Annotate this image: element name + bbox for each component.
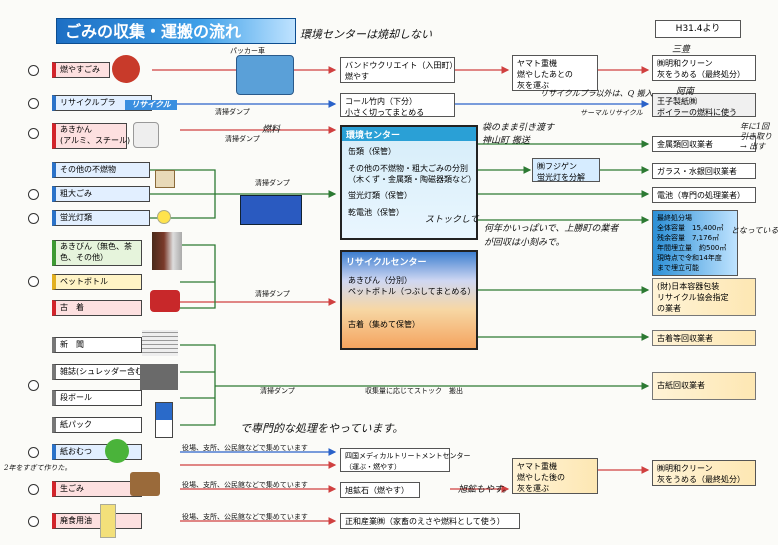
handwritten-note: 環境センターは焼却しない — [300, 28, 432, 41]
dump-label: 清掃ダンプ — [260, 387, 295, 395]
source-newspaper: 新 聞 — [52, 337, 142, 353]
asahi-box: 旭鉱石（燃やす） — [340, 482, 420, 498]
recycling-center: リサイクルセンター あきびん（分別） ペットボトル（つぶしてまとめる） 古着（集… — [340, 250, 478, 350]
battery-dealer: 電池（専門の処理業者） — [652, 187, 756, 203]
handwritten-note: 年に1回 引き取り → 出す — [740, 122, 772, 151]
handwritten-note: 燃料 — [262, 125, 281, 135]
source-cardboard: 段ボール — [52, 390, 142, 406]
source-burnable: 燃やすごみ — [52, 62, 110, 78]
food-waste-icon — [130, 472, 160, 496]
collect-label: 役場、支所、公民館などで集めています — [182, 513, 308, 521]
glass-dealer: ガラス・水銀回収業者 — [652, 163, 756, 179]
magazine-icon — [140, 364, 178, 390]
source-food: 生ごみ — [52, 481, 142, 497]
meiwa-box: ㈱明和クリーン 灰をうめる（最終処分） — [652, 55, 756, 81]
row-bullet — [28, 189, 39, 200]
handwritten-note: で専門的な処理をやっています。 — [240, 422, 404, 435]
recyc-clothes: 古着（集めて保管） — [348, 320, 420, 329]
source-clothes: 古 着 — [52, 300, 142, 316]
env-sort: その他の不燃物・粗大ごみの分別 （木くず・金属類・陶磁器類など） — [348, 164, 476, 184]
source-other-nonburnable: その他の不燃物 — [52, 162, 150, 178]
handwritten-note: 阿南 — [676, 87, 695, 97]
oji-box: 王子製紙㈱ ボイラーの燃料に使う — [652, 93, 756, 117]
environment-center: 環境センター 缶類（保管） その他の不燃物・粗大ごみの分別 （木くず・金属類・陶… — [340, 125, 478, 240]
yamato2-box: ヤマト重機 燃やした後の 灰を運ぶ — [512, 458, 598, 494]
meiwa2-box: ㈱明和クリーン 灰をうめる（最終処分） — [652, 460, 756, 486]
metal-dealer: 金属類回収業者 — [652, 136, 756, 152]
handwritten-note: 袋のまま引き渡す 神山町 搬送 — [482, 123, 555, 146]
collect-label: 役場、支所、公民館などで集めています — [182, 481, 308, 489]
handwritten-note: 2年をすぎて作りた。 — [4, 464, 72, 472]
masa-box: 正和産業㈱（家畜のえさや燃料として使う） — [340, 513, 520, 529]
environment-center-title: 環境センター — [346, 131, 401, 141]
coal-box: コール竹内（下分） 小さく切ってまとめる — [340, 93, 455, 117]
handwritten-note: ストックして — [425, 215, 479, 225]
env-cans: 缶類（保管） — [348, 147, 396, 156]
row-bullet — [28, 65, 39, 76]
bottles-icon — [152, 232, 182, 270]
yamato-box: ヤマト重機 燃やしたあとの 灰を運ぶ — [512, 55, 598, 91]
page-title: ごみの収集・運搬の流れ — [56, 18, 296, 44]
row-bullet — [28, 516, 39, 527]
source-pet: ペットボトル — [52, 274, 142, 290]
handwritten-note: サーマルリサイクル — [580, 109, 643, 117]
box-icon — [155, 170, 175, 188]
recyc-bottles: あきびん（分別） ペットボトル（つぶしてまとめる） — [348, 276, 476, 296]
lightbulb-icon — [157, 210, 171, 224]
clothes-dealer: 古着等回収業者 — [652, 330, 756, 346]
row-bullet — [28, 213, 39, 224]
trash-bag-icon — [112, 55, 140, 83]
source-bottles: あきびん（無色、茶色、その他） — [52, 240, 142, 266]
jcpra-box: (財)日本容器包装 リサイクル協会指定 の業者 — [652, 278, 756, 316]
fujigen-box: ㈱フジゲン 蛍光灯を分解 — [532, 158, 600, 182]
dump-label: 清掃ダンプ — [255, 290, 290, 298]
stock-label: 収集量に応じてストック 搬出 — [365, 387, 463, 395]
paper-dealer: 古紙回収業者 — [652, 372, 756, 400]
row-bullet — [28, 98, 39, 109]
row-bullet — [28, 484, 39, 495]
dump-label: 清掃ダンプ — [255, 179, 290, 187]
env-fluorescent: 蛍光灯類（保管） — [348, 191, 412, 200]
handwritten-note: 旭鉱もやす。 — [458, 485, 512, 495]
dump-label: 清掃ダンプ — [225, 135, 260, 143]
source-magazine: 雑誌(シュレッダー含む) — [52, 364, 146, 380]
landfill-box: 最終処分場 全体容量 15,400㎥ 残余容量 7,176㎥ 年間埋立量 約50… — [652, 210, 738, 276]
newspaper-icon — [142, 330, 178, 356]
row-bullet — [28, 276, 39, 287]
row-bullet — [28, 447, 39, 458]
collect-label: 役場、支所、公民館などで集めています — [182, 444, 308, 452]
source-bulky: 粗大ごみ — [52, 186, 150, 202]
recycle-label: リサイクル — [125, 100, 177, 110]
source-fluorescent: 蛍光灯類 — [52, 210, 150, 226]
bandwood-box: バンドウクリエイト（入田町） 燃やす — [340, 57, 457, 83]
can-icon — [133, 122, 159, 148]
milk-carton-icon — [155, 402, 173, 438]
handwritten-note: 何年かいっぱいで、上勝町の業者 が回収は小刻みで。 — [484, 224, 619, 248]
handwritten-note: リサイクルプラ以外は、Q 搬入 — [540, 89, 653, 98]
handwritten-note: となっている — [731, 226, 778, 235]
dump-label: 清掃ダンプ — [215, 108, 250, 116]
shikoku-box: 四国メディカルトリートメントセンター （運ぶ・燃やす） — [340, 448, 471, 472]
clothes-icon — [150, 290, 180, 312]
dump-truck-icon — [240, 195, 302, 225]
source-paperpack: 紙パック — [52, 417, 142, 433]
source-oil: 廃食用油 — [52, 513, 142, 529]
packer-truck-icon — [236, 55, 294, 95]
handwritten-note: 三豊 — [672, 45, 691, 55]
diaper-icon — [105, 439, 129, 463]
oil-bottle-icon — [100, 504, 116, 538]
packer-label: パッカー車 — [230, 47, 265, 55]
env-battery: 乾電池（保管） — [348, 208, 404, 217]
source-cans: あきかん (アルミ、スチール) — [52, 123, 130, 149]
date-badge: H31.4より — [655, 20, 741, 38]
recycling-center-title: リサイクルセンター — [346, 258, 427, 268]
row-bullet — [28, 380, 39, 391]
row-bullet — [28, 128, 39, 139]
